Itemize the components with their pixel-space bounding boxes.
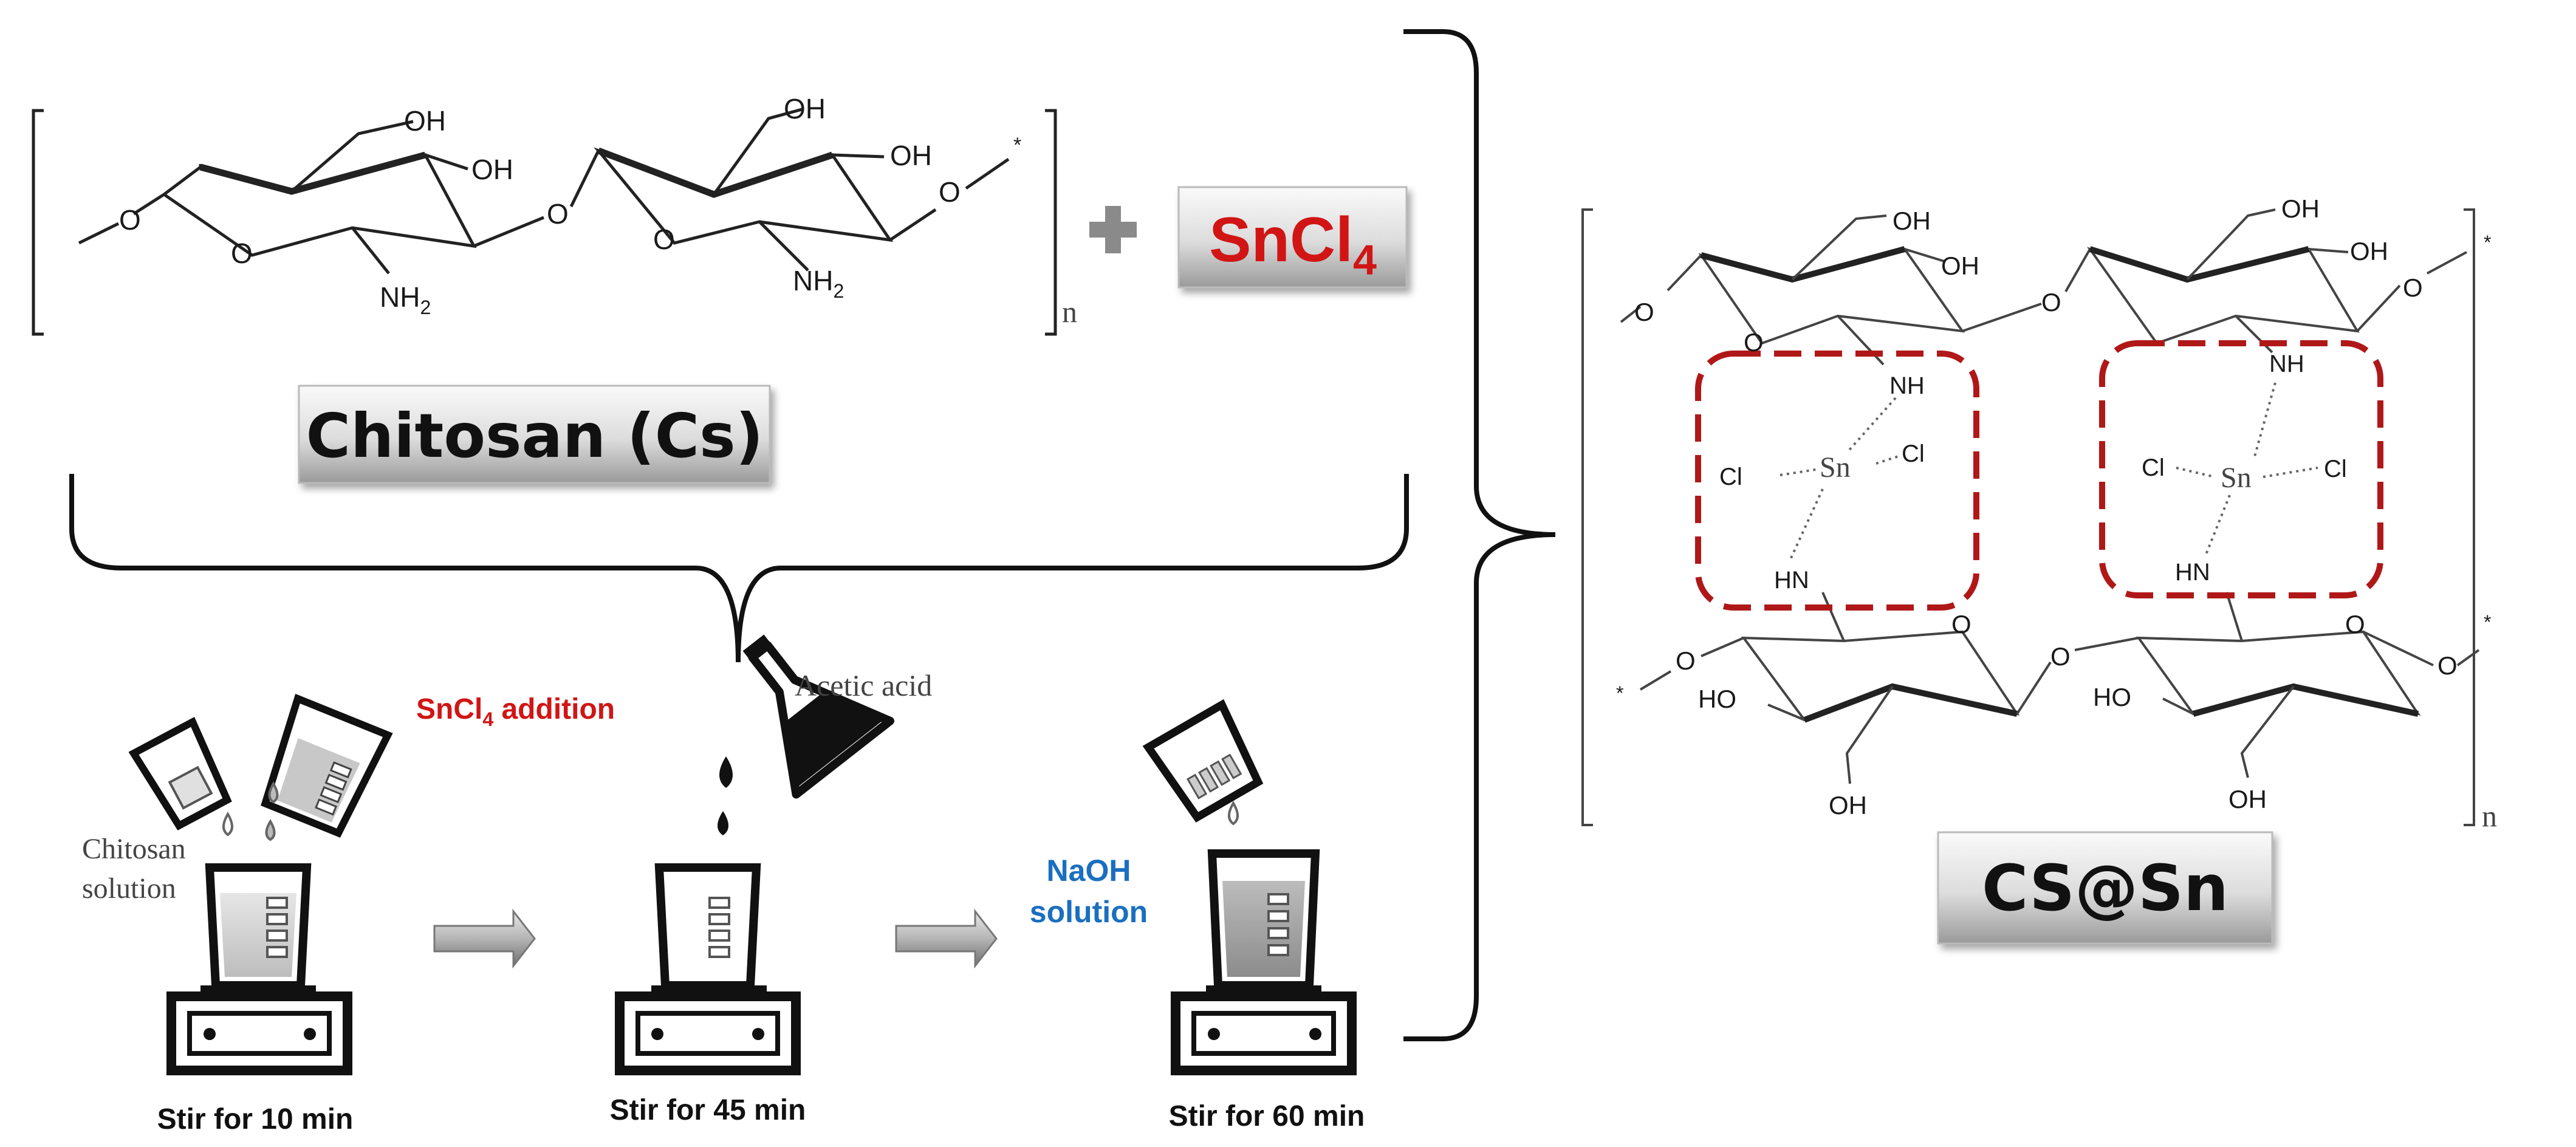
complex-oh-2: OH [1941,252,1979,280]
complex-labels: OH OH O O O OH OH O * NH Cl Sn Cl HN NH … [1616,194,2497,833]
drops-step2 [718,756,733,835]
right-bracket [1045,109,1057,336]
drop-step3 [1228,801,1239,826]
chitosan-o-4: O [653,224,675,255]
complex-nh-1: NH [1889,372,1925,399]
complex-o-9: O [2437,651,2458,680]
stirrer-3 [1171,985,1357,1075]
complex-hn-1: HN [1774,567,1809,594]
bottom-brace [69,474,1409,663]
complex-oh-3: OH [2281,194,2320,223]
complex-o-3: O [2041,288,2061,317]
sncl4-reagent-box: SnCl4 [1177,186,1408,289]
complex-cl-3: Cl [2142,454,2165,481]
complex-cl-4: Cl [2324,456,2347,482]
complex-sn-2: Sn [2221,462,2252,494]
beaker-2 [654,863,761,990]
complex-star-2: * [1616,682,1623,704]
step-1-label: Stir for 10 min [157,1103,354,1135]
chitosan-nh2-1: NH2 [380,281,431,318]
complex-cl-1: Cl [1719,464,1742,490]
chitosan-labels: O O OH OH NH2 O O OH OH NH2 O * n [119,93,1077,329]
plus-icon [1089,206,1137,253]
sncl4-addition-label: SnCl4 addition [416,693,615,730]
complex-star-3: * [2484,611,2491,633]
right-brace [1403,29,1556,1041]
coordination-site-box-2 [2099,340,2383,598]
sncl4-beaker-pour [261,693,393,838]
complex-ho-1: HO [1698,685,1736,713]
complex-n: n [2482,799,2497,833]
complex-o-8: O [2345,610,2365,639]
chitosan-oh-4: OH [890,140,932,171]
complex-right-bracket [2464,208,2475,826]
stirrer-2 [615,985,801,1075]
complex-o-4: O [2403,273,2423,302]
acetic-acid-flask [742,634,894,799]
complex-o-2: O [1744,328,1764,357]
stirrer-1 [166,985,352,1075]
complex-structure [1581,208,2480,826]
complex-ho-2: HO [2093,683,2131,711]
naoh-label-2: solution [1030,895,1148,929]
left-bracket [32,109,44,336]
chitosan-label: Chitosan (Cs) [306,400,764,471]
naoh-label-1: NaOH [1047,854,1131,888]
chitosan-o-5: O [939,176,961,208]
complex-left-bracket [1581,208,1593,826]
chitosan-beaker-pour [128,717,232,830]
beaker-1 [205,863,312,990]
step-3-label: Stir for 60 min [1169,1100,1365,1132]
complex-oh-6: OH [2228,785,2267,813]
chitosan-o-3: O [547,198,569,230]
process-arrow-1 [433,908,536,969]
complex-o-5: O [1676,646,1696,675]
sncl4-label: SnCl4 [1209,205,1377,284]
beaker-3 [1207,849,1320,990]
chitosan-n: n [1062,295,1077,329]
chitosan-oh-2: OH [471,154,513,185]
coordination-bonds [1780,382,2318,563]
coordination-site-box-1 [1695,351,1979,611]
complex-cl-2: Cl [1902,440,1925,467]
drops-step1 [222,781,279,841]
naoh-beaker-pour [1142,699,1264,823]
chitosan-reagent-box: Chitosan (Cs) [298,385,771,484]
chitosan-nh2-2: NH2 [793,265,844,302]
complex-hn-2: HN [2175,559,2210,586]
chitosan-star: * [1013,134,1021,157]
complex-o-7: O [2050,642,2071,671]
complex-oh-1: OH [1893,207,1931,235]
product-box: CS@Sn [1937,831,2273,945]
complex-sn-1: Sn [1820,451,1851,484]
chitosan-oh-1: OH [404,105,446,137]
complex-o-6: O [1951,610,1971,639]
acetic-acid-label: Acetic acid [795,668,932,702]
complex-nh-2: NH [2269,351,2304,377]
chitosan-o-2: O [231,238,253,269]
chitosan-solution-label-1: Chitosan [82,833,186,865]
product-label: CS@Sn [1982,851,2228,925]
complex-o-1: O [1634,298,1654,326]
complex-star-1: * [2484,231,2491,253]
process-arrow-2 [895,908,998,969]
step-2-label: Stir for 45 min [610,1094,806,1126]
chitosan-solution-label-2: solution [82,872,176,905]
chitosan-oh-3: OH [784,93,826,125]
chitosan-structure [32,108,1057,336]
chitosan-o-1: O [119,204,141,236]
complex-oh-4: OH [2350,237,2388,265]
complex-oh-5: OH [1829,791,1867,820]
